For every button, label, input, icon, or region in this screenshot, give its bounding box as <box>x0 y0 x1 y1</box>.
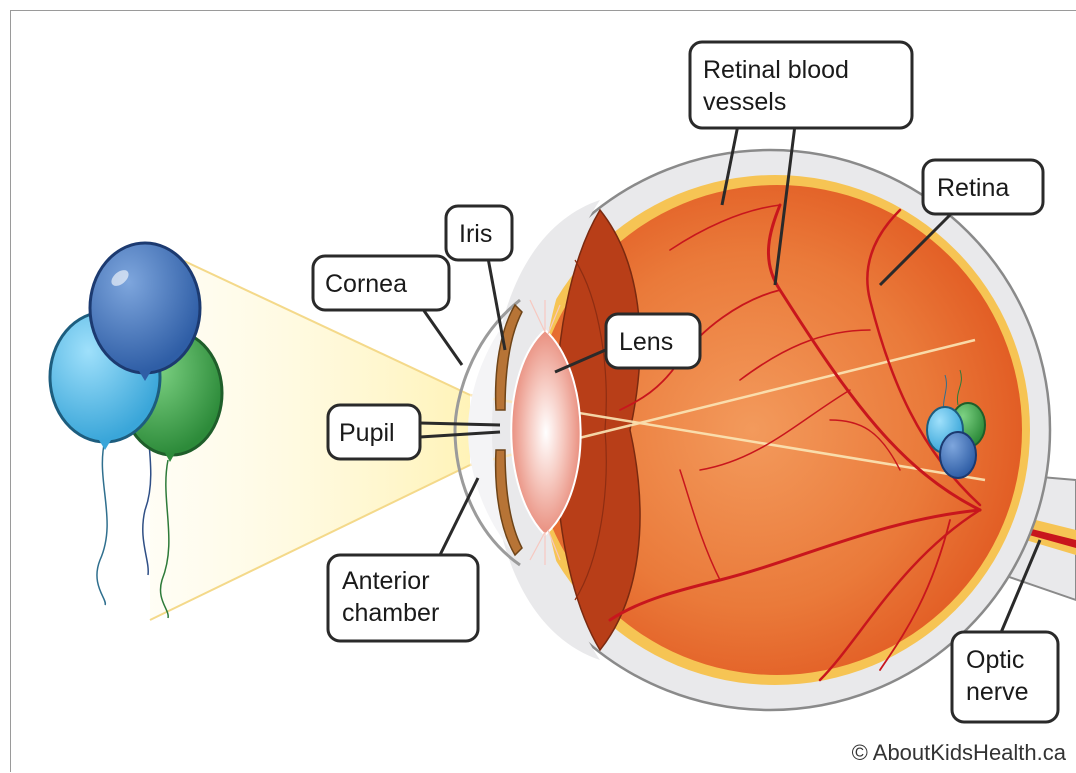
label-pupil-text: Pupil <box>339 419 395 447</box>
label-lens-text: Lens <box>619 328 673 356</box>
balloon-dark-blue <box>90 243 200 373</box>
label-lens: Lens <box>606 314 700 368</box>
pointer-cornea <box>420 305 462 365</box>
label-optic-nerve: Optic nerve <box>952 632 1058 722</box>
copyright-notice: © AboutKidsHealth.ca <box>852 740 1067 765</box>
label-iris-text: Iris <box>459 220 492 248</box>
label-retina: Retina <box>923 160 1043 214</box>
label-retinal-blood-vessels-line1: Retinal blood <box>703 56 849 84</box>
label-retinal-blood-vessels-line2: vessels <box>703 88 786 116</box>
label-optic-nerve-line1: Optic <box>966 646 1024 674</box>
label-cornea: Cornea <box>313 256 449 310</box>
label-anterior-chamber: Anterior chamber <box>328 555 478 641</box>
label-pupil: Pupil <box>328 405 420 459</box>
label-retina-text: Retina <box>937 174 1009 202</box>
label-retinal-blood-vessels: Retinal blood vessels <box>690 42 912 128</box>
label-iris: Iris <box>446 206 512 260</box>
label-anterior-chamber-line1: Anterior <box>342 567 430 595</box>
pointer-pupil-a <box>420 423 500 425</box>
pointer-anterior-chamber <box>440 478 478 555</box>
label-optic-nerve-line2: nerve <box>966 678 1029 706</box>
label-anterior-chamber-line2: chamber <box>342 599 439 627</box>
label-cornea-text: Cornea <box>325 270 407 298</box>
